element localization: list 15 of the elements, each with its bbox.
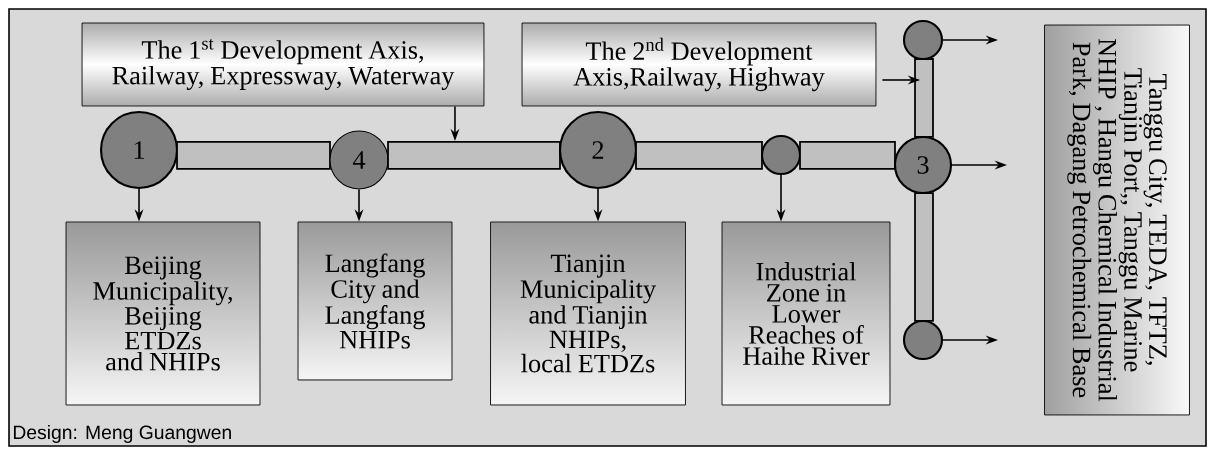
- zone-box: Tanggu City, TEDA, TFTZ, Tianjin Port,, Tanggu Marine NHIP , Hangu Chemical Industrial Park, Dagang Petrochemical Base: [1044, 24, 1190, 416]
- road-band: [799, 141, 896, 170]
- road-band: [914, 58, 934, 138]
- road-band: [914, 192, 934, 322]
- road-band: [176, 141, 331, 170]
- road-band: [387, 141, 561, 170]
- credit-note: Design: Meng Guangwen: [13, 425, 231, 443]
- axis-box: The 1$^{st}$ Development Axis, Railway, Expressway, Waterway: [81, 22, 485, 107]
- zone-box: Beijing Municipality, Beijing ETDZs and NHIPs: [65, 221, 261, 406]
- zone-box: Tianjin Municipality and Tianjin NHIPs, local ETDZs: [490, 221, 686, 406]
- zone-box: Langfang City and Langfang NHIPs: [297, 221, 453, 381]
- road-band: [635, 141, 763, 170]
- junction-circle: [760, 134, 802, 176]
- axis-box: The 2$^{nd}$ Development Axis,Railway, Highway: [521, 22, 877, 107]
- zone-box: Industrial Zone in Lower Reaches of Haihe River: [721, 221, 891, 406]
